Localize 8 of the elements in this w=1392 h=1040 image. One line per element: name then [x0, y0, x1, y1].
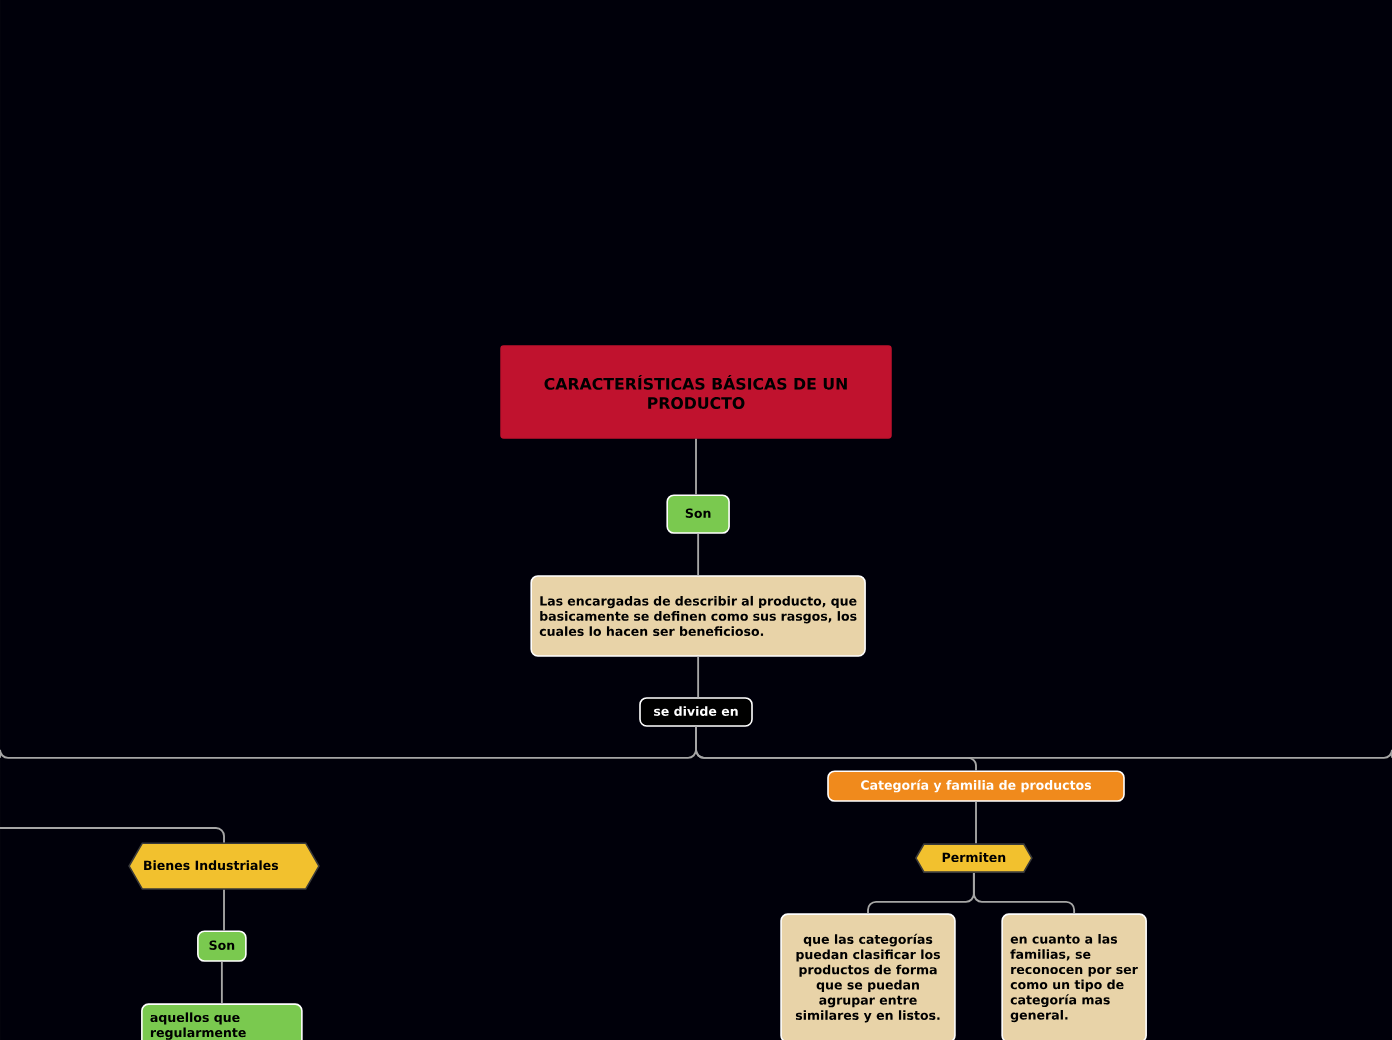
connector-line [0, 827, 225, 844]
connector-line [972, 872, 1076, 915]
connector-line [697, 655, 700, 699]
connector-line [697, 532, 700, 577]
connector-line [223, 888, 225, 932]
connector-line [975, 800, 977, 845]
connector-line [695, 437, 697, 496]
connector-line [220, 960, 223, 1005]
